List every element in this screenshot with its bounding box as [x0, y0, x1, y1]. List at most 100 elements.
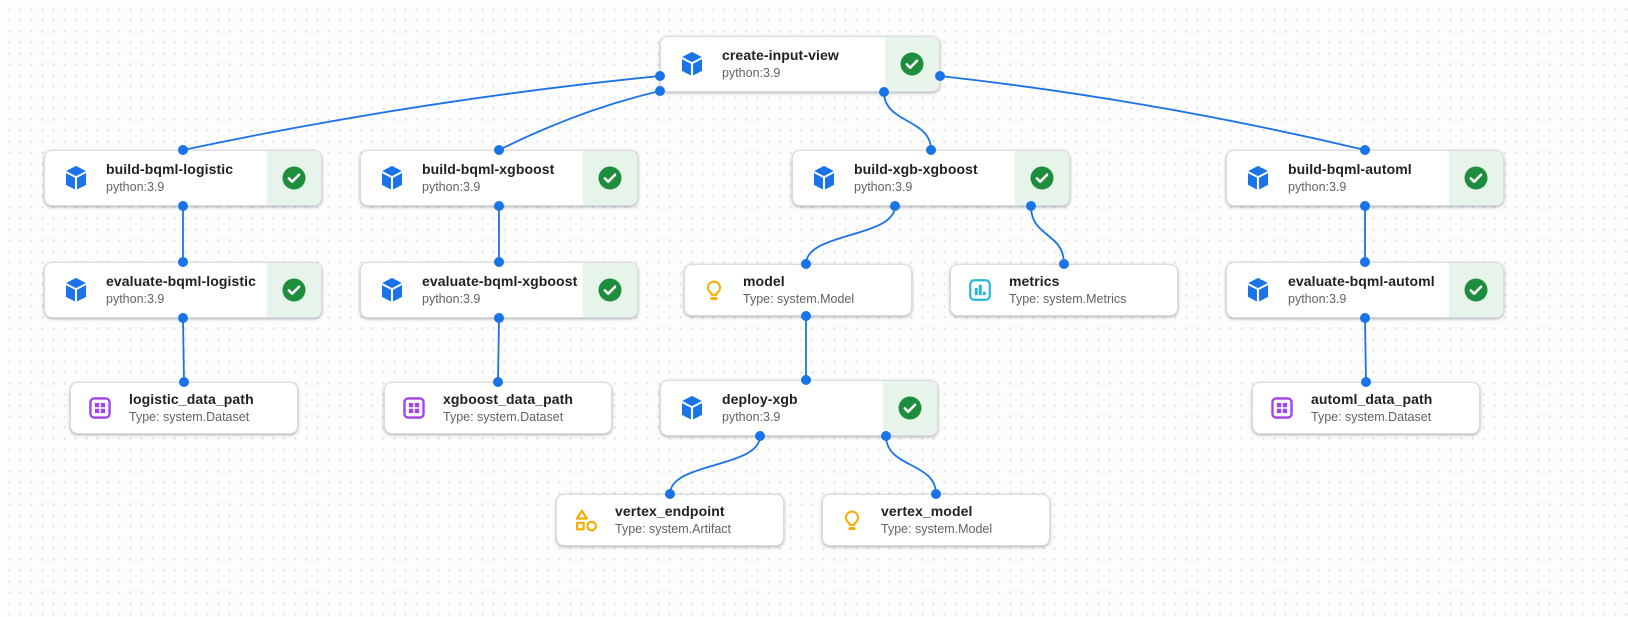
metrics-chart-icon	[967, 277, 993, 303]
check-circle-icon	[597, 277, 623, 303]
check-circle-icon	[1463, 277, 1489, 303]
cube-icon	[62, 164, 90, 192]
edge-build-bqml-logistic-to-evaluate-bqml-logistic	[178, 201, 188, 267]
node-subtitle: python:3.9	[722, 65, 781, 80]
cube-icon	[62, 276, 90, 304]
node-subtitle: python:3.9	[1288, 291, 1347, 306]
node-title: model	[743, 273, 785, 290]
node-subtitle: Type: system.Model	[881, 521, 993, 536]
dataset-grid-icon	[87, 395, 113, 421]
edge-build-bqml-xgboost-to-evaluate-bqml-xgboost	[494, 201, 504, 267]
node-subtitle: python:3.9	[854, 179, 913, 194]
cube-icon	[378, 164, 406, 192]
status-strip	[1449, 151, 1503, 205]
node-title: vertex_endpoint	[615, 503, 725, 520]
status-strip	[1015, 151, 1069, 205]
edge-evaluate-bqml-automl-to-automl_data_path	[1360, 313, 1371, 387]
edge-create-input-view-to-build-bqml-automl	[935, 71, 1370, 155]
status-strip	[267, 151, 321, 205]
node-title: metrics	[1009, 273, 1060, 290]
node-title: vertex_model	[881, 503, 973, 520]
lightbulb-icon	[701, 277, 727, 303]
status-strip	[583, 151, 637, 205]
status-strip	[1449, 263, 1503, 317]
edge-deploy-xgb-to-vertex_endpoint	[665, 431, 765, 499]
check-circle-icon	[897, 395, 923, 421]
node-title: build-xgb-xgboost	[854, 161, 978, 178]
node-title: automl_data_path	[1311, 391, 1433, 408]
edge-build-xgb-xgboost-to-metrics	[1026, 201, 1069, 269]
node-subtitle: Type: system.Dataset	[1311, 409, 1432, 424]
dataset-grid-icon	[401, 395, 427, 421]
cube-icon	[1244, 164, 1272, 192]
check-circle-icon	[281, 165, 307, 191]
check-circle-icon	[899, 51, 925, 77]
edge-evaluate-bqml-xgboost-to-xgboost_data_path	[493, 313, 504, 387]
cube-icon	[378, 276, 406, 304]
edge-create-input-view-to-build-xgb-xgboost	[879, 87, 936, 155]
node-subtitle: python:3.9	[1288, 179, 1347, 194]
check-circle-icon	[281, 277, 307, 303]
check-circle-icon	[1463, 165, 1489, 191]
edge-evaluate-bqml-logistic-to-logistic_data_path	[178, 313, 189, 387]
node-subtitle: Type: system.Model	[743, 291, 855, 306]
node-subtitle: python:3.9	[106, 179, 165, 194]
edge-build-xgb-xgboost-to-model	[801, 201, 900, 269]
cube-icon	[678, 50, 706, 78]
node-subtitle: Type: system.Metrics	[1009, 291, 1127, 306]
node-subtitle: python:3.9	[422, 291, 481, 306]
cube-icon	[678, 394, 706, 422]
status-strip	[885, 37, 939, 91]
status-strip	[583, 263, 637, 317]
node-title: build-bqml-automl	[1288, 161, 1412, 178]
status-strip	[267, 263, 321, 317]
node-title: evaluate-bqml-logistic	[106, 273, 257, 290]
edge-model-to-deploy-xgb	[801, 311, 811, 385]
node-subtitle: python:3.9	[722, 409, 781, 424]
node-subtitle: Type: system.Artifact	[615, 521, 732, 536]
node-subtitle: python:3.9	[422, 179, 481, 194]
node-subtitle: Type: system.Dataset	[129, 409, 250, 424]
node-title: evaluate-bqml-automl	[1288, 273, 1435, 290]
node-subtitle: Type: system.Dataset	[443, 409, 564, 424]
edge-create-input-view-to-build-bqml-xgboost	[494, 86, 665, 155]
edge-create-input-view-to-build-bqml-logistic	[178, 71, 665, 155]
node-title: deploy-xgb	[722, 391, 798, 408]
node-title: build-bqml-logistic	[106, 161, 234, 178]
node-title: build-bqml-xgboost	[422, 161, 555, 178]
cube-icon	[810, 164, 838, 192]
node-title: xgboost_data_path	[443, 391, 574, 408]
